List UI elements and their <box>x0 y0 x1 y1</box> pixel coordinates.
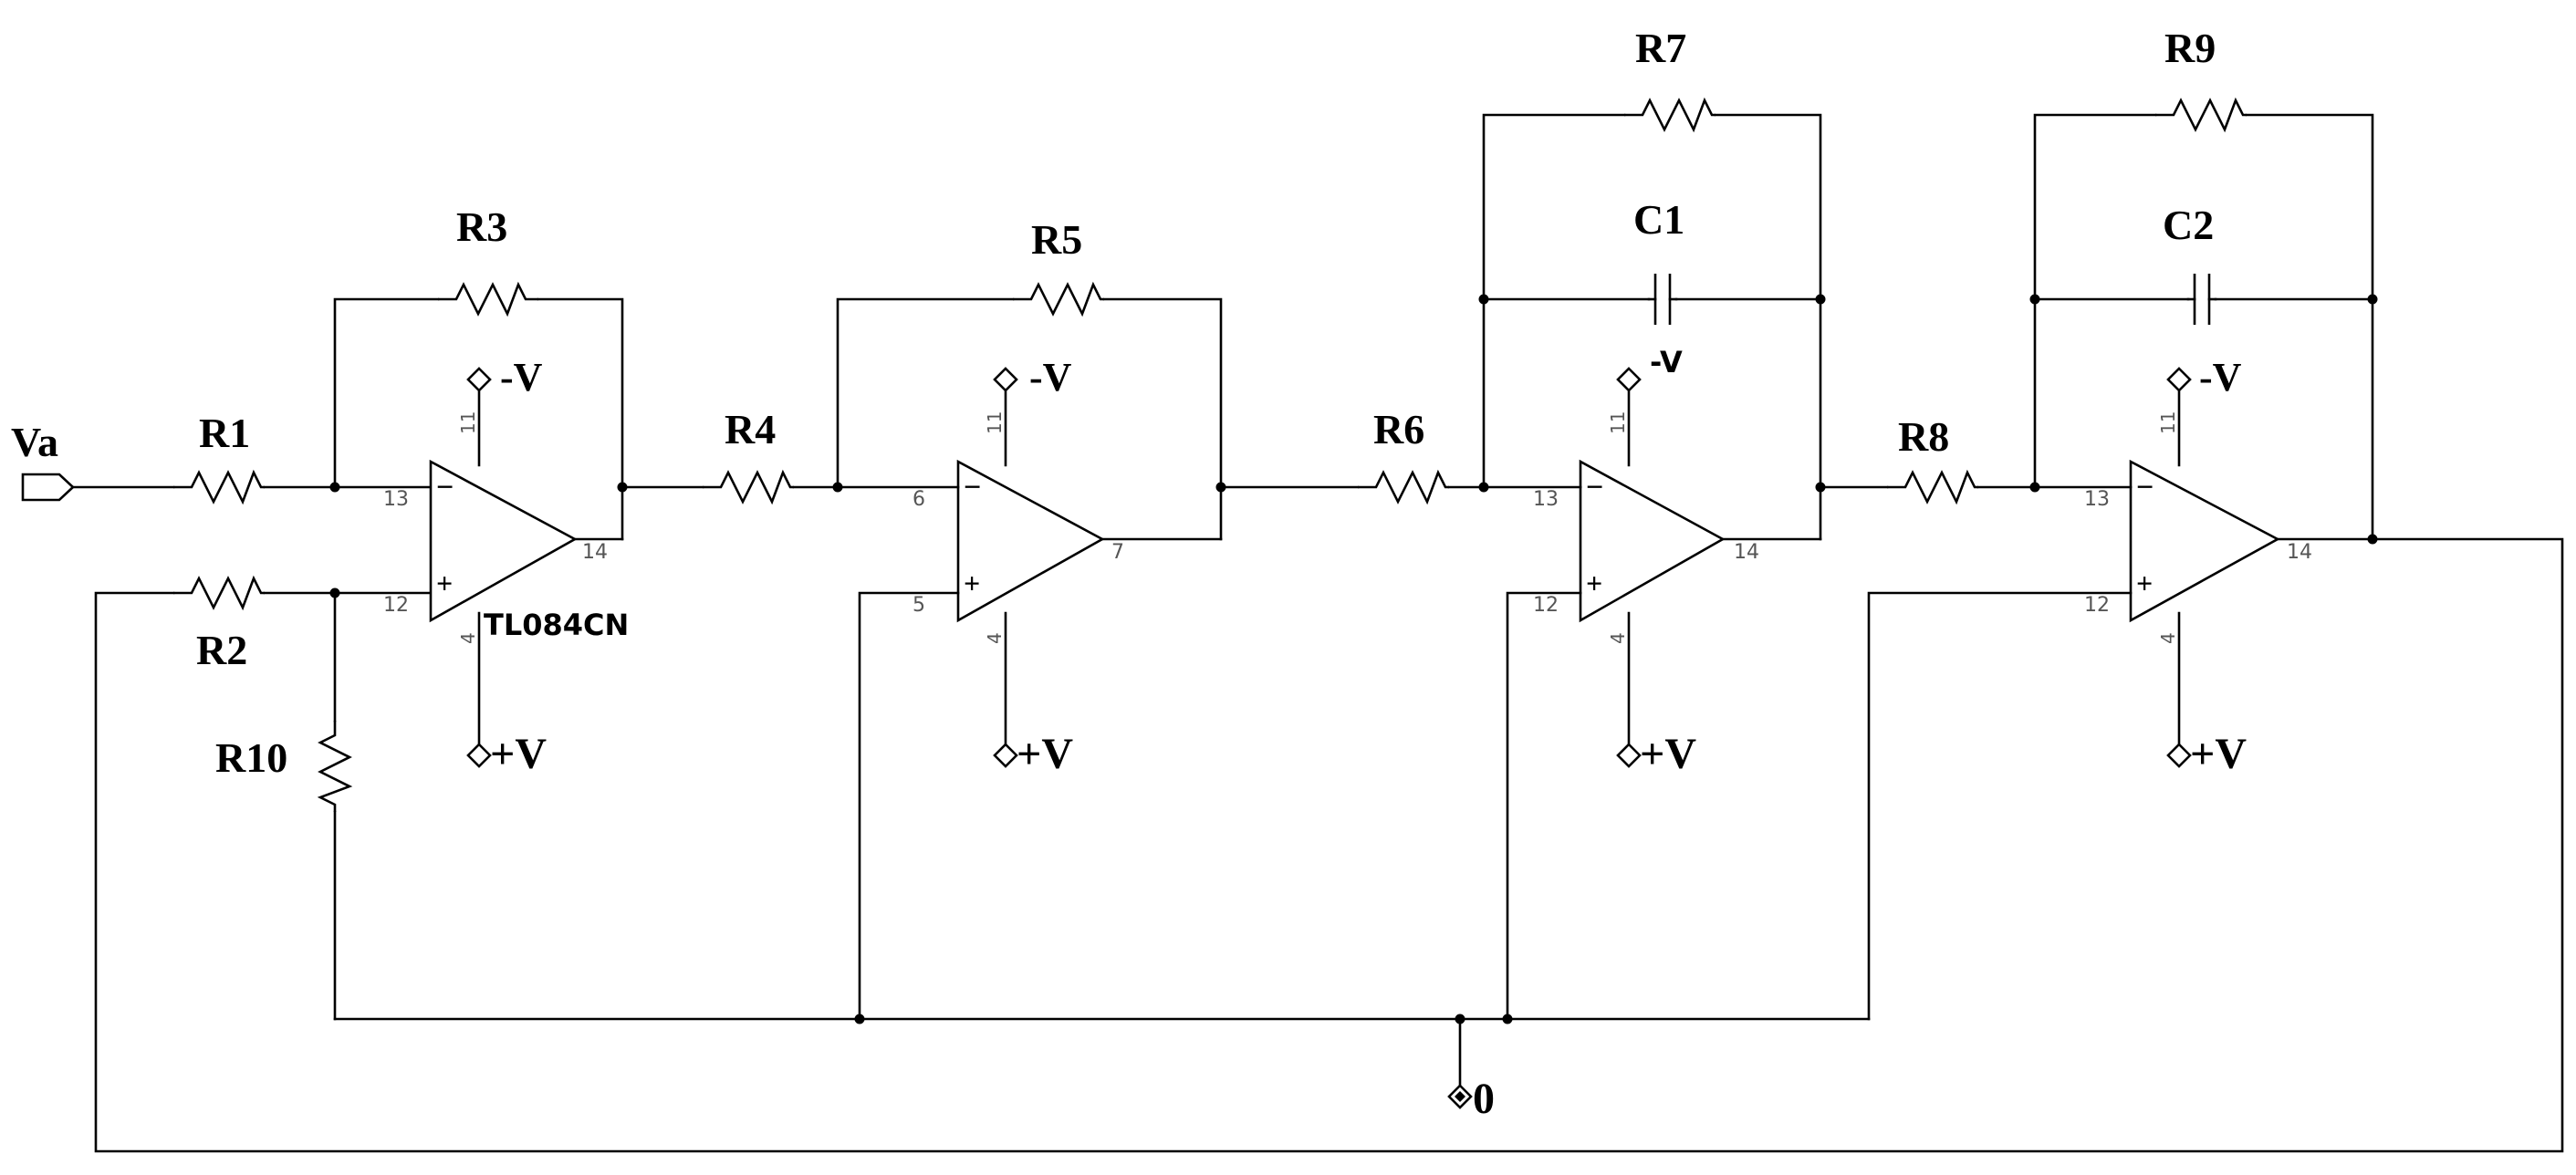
opamp-4-pin-out: 14 <box>2287 541 2312 564</box>
vpos-terminal-icon <box>2166 743 2192 768</box>
opamp-4-pin-vpos: 4 <box>2157 632 2179 644</box>
opamp-4-pin-inv: 13 <box>2084 488 2110 511</box>
opamp-2-pin-vpos: 4 <box>984 632 1006 644</box>
vpos-terminal-icon <box>1616 743 1642 768</box>
opamp-part-number: TL084CN <box>484 608 629 642</box>
resistor-r5: R5 <box>1013 216 1104 317</box>
opamp-4-vpos-label: +V <box>2190 730 2247 778</box>
vpos-terminal-icon <box>466 743 492 768</box>
opamp-2-plus-sign: + <box>964 567 980 599</box>
vneg-terminal-icon <box>993 367 1018 392</box>
vneg-terminal-icon <box>2166 367 2192 392</box>
capacitor-c1-label: C1 <box>1633 196 1684 243</box>
supply-terminals: -V +V -V +V -V +V -V +V <box>466 345 2247 778</box>
junction-dots <box>329 294 2378 1024</box>
opamp-1-pin-vneg: 11 <box>457 411 479 434</box>
resistor-r10: R10 <box>215 721 353 812</box>
vneg-terminal-icon <box>1616 367 1642 392</box>
resistor-r9: R9 <box>2155 25 2247 133</box>
opamp-3-vpos-label: +V <box>1640 730 1696 778</box>
opamp-3-vneg-label: -V <box>1650 345 1683 380</box>
opamp-2: − + 6 5 7 11 4 <box>913 411 1124 644</box>
resistor-r10-label: R10 <box>215 734 287 781</box>
resistor-r4: R4 <box>703 406 794 505</box>
capacitor-c2: C2 <box>2163 202 2217 325</box>
opamp-3-pin-vneg: 11 <box>1607 411 1629 434</box>
resistor-r2: R2 <box>173 575 265 673</box>
opamp-4-pin-vneg: 11 <box>2157 411 2179 434</box>
opamp-2-vpos-label: +V <box>1017 730 1073 778</box>
resistor-r5-label: R5 <box>1031 216 1082 263</box>
resistor-r2-label: R2 <box>196 627 247 673</box>
opamp-4-plus-sign: + <box>2136 567 2153 599</box>
opamp-2-minus-sign: − <box>964 471 981 504</box>
ground-label: 0 <box>1473 1075 1495 1123</box>
opamp-4-vneg-label: -V <box>2199 355 2242 400</box>
opamp-1-pin-vpos: 4 <box>457 632 479 644</box>
opamp-3-pin-inv: 13 <box>1533 488 1559 511</box>
opamp-2-pin-vneg: 11 <box>984 411 1006 434</box>
capacitor-c2-label: C2 <box>2163 202 2214 248</box>
resistor-r4-label: R4 <box>725 406 776 452</box>
opamp-1-pin-out: 14 <box>582 541 608 564</box>
opamp-3: − + 13 12 14 11 4 <box>1533 411 1759 644</box>
wires <box>71 113 2564 1153</box>
opamp-4: − + 13 12 14 11 4 <box>2084 411 2312 644</box>
vneg-terminal-icon <box>466 367 492 392</box>
resistor-r7: R7 <box>1624 25 1716 133</box>
opamp-1-minus-sign: − <box>436 471 454 504</box>
resistor-r6-label: R6 <box>1373 406 1424 452</box>
opamp-3-plus-sign: + <box>1586 567 1602 599</box>
opamp-1-vneg-label: -V <box>500 355 543 400</box>
resistor-r6: R6 <box>1358 406 1449 505</box>
capacitor-c1: C1 <box>1633 196 1684 325</box>
resistor-r3-label: R3 <box>456 203 507 250</box>
ground-terminal-icon <box>1447 1084 1473 1109</box>
opamp-1-pin-noninv: 12 <box>383 594 409 617</box>
opamp-2-pin-noninv: 5 <box>913 594 925 617</box>
opamp-3-pin-noninv: 12 <box>1533 594 1559 617</box>
ground-node: 0 <box>1447 1075 1495 1123</box>
resistor-r7-label: R7 <box>1635 25 1686 71</box>
opamp-2-pin-inv: 6 <box>913 488 925 511</box>
opamp-1-vpos-label: +V <box>490 730 547 778</box>
opamp-3-pin-vpos: 4 <box>1607 632 1629 644</box>
resistor-r1-label: R1 <box>199 410 250 456</box>
opamp-1-plus-sign: + <box>436 567 453 599</box>
opamp-4-pin-noninv: 12 <box>2084 594 2110 617</box>
opamp-1: − + 13 12 14 11 4 TL084CN <box>383 411 629 644</box>
opamp-2-pin-out: 7 <box>1111 541 1124 564</box>
resistor-r9-label: R9 <box>2164 25 2216 71</box>
opamp-4-minus-sign: − <box>2136 471 2154 504</box>
opamp-1-pin-inv: 13 <box>383 488 409 511</box>
resistor-r8-label: R8 <box>1898 413 1949 460</box>
input-port-va: Va <box>11 419 75 502</box>
opamp-3-pin-out: 14 <box>1734 541 1759 564</box>
opamp-2-vneg-label: -V <box>1029 355 1072 400</box>
opamp-3-minus-sign: − <box>1586 471 1603 504</box>
resistor-r3: R3 <box>438 203 538 317</box>
vpos-terminal-icon <box>993 743 1018 768</box>
resistor-r8: R8 <box>1887 413 1978 505</box>
input-label: Va <box>11 419 58 465</box>
resistor-r1: R1 <box>173 410 265 505</box>
